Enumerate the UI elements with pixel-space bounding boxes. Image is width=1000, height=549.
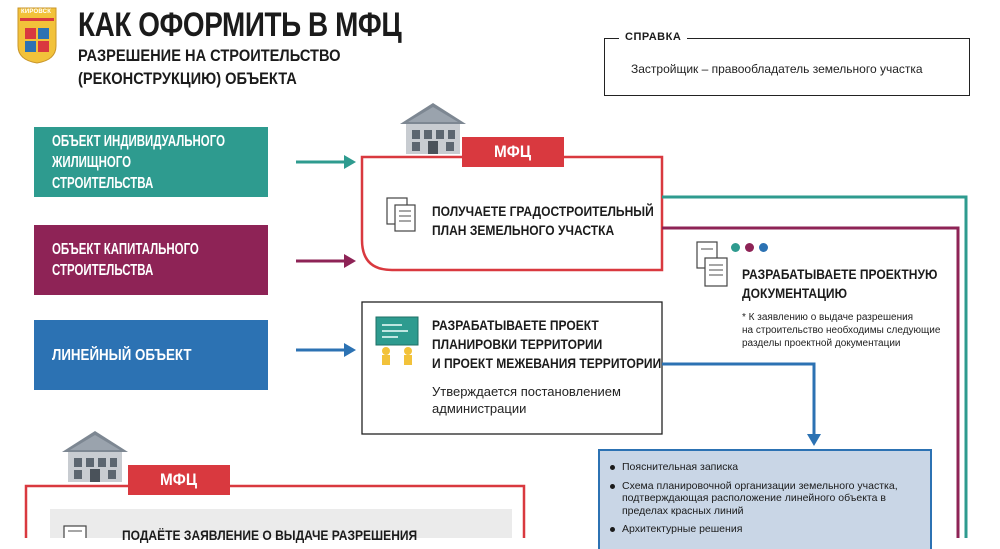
step-planning-line-1: РАЗРАБАТЫВАЕТЕ ПРОЕКТ — [432, 317, 599, 333]
page-title: КАК ОФОРМИТЬ В МФЦ — [78, 6, 402, 44]
connector-teal — [662, 195, 968, 538]
project-docs-footnote: * К заявлению о выдаче разрешения на стр… — [742, 311, 940, 350]
connector-purple — [662, 226, 960, 538]
footnote-line-2: на строительство необходимы следующие — [742, 325, 941, 336]
dot-blue-icon — [759, 243, 768, 252]
step-docs-line-2: ДОКУМЕНТАЦИЮ — [742, 285, 848, 301]
approval-line-1: Утверждается постановлением — [432, 384, 621, 399]
category-capital-construction: ОБЪЕКТ КАПИТАЛЬНОГО СТРОИТЕЛЬСТВА — [34, 225, 268, 295]
planning-approval-note: Утверждается постановлением администраци… — [432, 383, 621, 417]
connector-blue — [662, 362, 816, 436]
building-icon — [400, 103, 466, 154]
step-docs-line-1: РАЗРАБАТЫВАЕТЕ ПРОЕКТНУЮ — [742, 266, 938, 282]
application-document-icon — [63, 525, 87, 538]
step-planning-line-3: И ПРОЕКТ МЕЖЕВАНИЯ ТЕРРИТОРИИ — [432, 355, 662, 371]
reference-text: Застройщик – правообладатель земельного … — [631, 62, 923, 76]
list-item: Пояснительная записка — [610, 461, 930, 474]
required-documents-list: Пояснительная записка Схема планировочно… — [598, 449, 932, 549]
footnote-line-3: разделы проектной документации — [742, 338, 901, 349]
reference-heading: СПРАВКА — [619, 31, 688, 43]
category-capital-line-1: ОБЪЕКТ КАПИТАЛЬНОГО — [52, 241, 199, 258]
mfc-box-2-frame — [24, 484, 526, 538]
arrow-capital — [296, 254, 356, 268]
arrow-individual — [296, 155, 356, 169]
city-logo: КИРОВСК — [16, 6, 58, 64]
mfc-box-1-frame — [360, 155, 664, 272]
planning-box-frame — [361, 301, 663, 435]
list-item: Архитектурные решения — [610, 523, 930, 536]
step-planning-project: РАЗРАБАТЫВАЕТЕ ПРОЕКТ ПЛАНИРОВКИ ТЕРРИТО… — [432, 316, 673, 373]
category-individual-housing: ОБЪЕКТ ИНДИВИДУАЛЬНОГО ЖИЛИЩНОГО СТРОИТЕ… — [34, 127, 268, 197]
arrow-linear — [296, 343, 356, 357]
category-linear-label: ЛИНЕЙНЫЙ ОБЪЕКТ — [52, 346, 192, 364]
coat-of-arms-icon — [17, 7, 57, 64]
document-icon — [386, 197, 416, 232]
step-get-land-plan-line-2: ПЛАН ЗЕМЕЛЬНОГО УЧАСТКА — [432, 222, 615, 238]
approval-line-2: администрации — [432, 401, 527, 416]
category-capital-line-2: СТРОИТЕЛЬСТВА — [52, 262, 154, 279]
dot-teal-icon — [731, 243, 740, 252]
subtitle-line-1: РАЗРЕШЕНИЕ НА СТРОИТЕЛЬСТВО — [78, 46, 341, 65]
category-individual-line-2: ЖИЛИЩНОГО СТРОИТЕЛЬСТВА — [52, 153, 154, 192]
dot-purple-icon — [745, 243, 754, 252]
reference-box — [604, 38, 970, 96]
building-icon-2 — [62, 431, 128, 482]
step-project-documentation: РАЗРАБАТЫВАЕТЕ ПРОЕКТНУЮ ДОКУМЕНТАЦИЮ — [742, 265, 948, 303]
logo-text: КИРОВСК — [21, 9, 52, 15]
list-item: Схема планировочной организации земельно… — [610, 480, 930, 518]
category-linear-object: ЛИНЕЙНЫЙ ОБЪЕКТ — [34, 320, 268, 390]
footnote-line-1: * К заявлению о выдаче разрешения — [742, 312, 914, 323]
category-individual-line-1: ОБЪЕКТ ИНДИВИДУАЛЬНОГО — [52, 132, 225, 150]
mfc-tag-1: МФЦ — [462, 137, 564, 167]
flow-connectors — [24, 155, 968, 538]
step-planning-line-2: ПЛАНИРОВКИ ТЕРРИТОРИИ — [432, 336, 603, 352]
step-get-land-plan-line-1: ПОЛУЧАЕТЕ ГРАДОСТРОИТЕЛЬНЫЙ — [432, 203, 654, 219]
step-get-land-plan: ПОЛУЧАЕТЕ ГРАДОСТРОИТЕЛЬНЫЙ ПЛАН ЗЕМЕЛЬН… — [432, 202, 673, 240]
mfc-tag-2: МФЦ — [128, 465, 230, 495]
documents-icon — [696, 241, 728, 287]
page-subtitle: РАЗРЕШЕНИЕ НА СТРОИТЕЛЬСТВО (РЕКОНСТРУКЦ… — [78, 44, 362, 90]
subtitle-line-2: (РЕКОНСТРУКЦИЮ) ОБЪЕКТА — [78, 69, 297, 88]
planning-board-icon — [375, 316, 419, 365]
step-submit-application: ПОДАЁТЕ ЗАЯВЛЕНИЕ О ВЫДАЧЕ РАЗРЕШЕНИЯ — [122, 527, 418, 543]
